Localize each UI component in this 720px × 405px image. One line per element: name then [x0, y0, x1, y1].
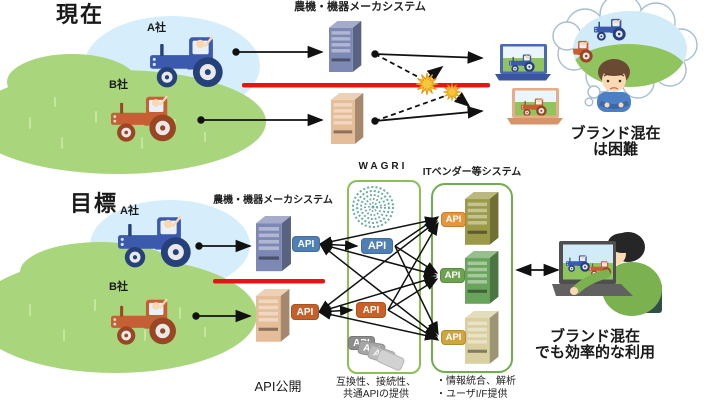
wagri-logo-icon: [352, 186, 394, 228]
laptop-blue-icon: [495, 44, 551, 81]
pc-user-icon: [552, 232, 662, 316]
api-badge-it-orange: API: [441, 212, 466, 227]
api-badge-maker-orange: API: [291, 304, 319, 320]
api-badge-it-green: API: [440, 268, 465, 283]
starburst-icon: [415, 72, 439, 96]
api-badge-wagri-orange: API: [356, 302, 386, 318]
server-maker-orange-icon: [256, 289, 290, 342]
barrier-line-goal: [213, 279, 325, 284]
goal-section-title: 目標: [70, 191, 119, 216]
current-arrows: [197, 45, 484, 127]
goal-maker-system-label: 農機・機器メーカシステム: [213, 195, 333, 206]
wagri-note-line2: 共通APIの提供: [342, 389, 410, 400]
server-maker-blue-icon: [329, 21, 362, 72]
server-maker-blue-icon: [256, 216, 291, 272]
current-section-title: 現在: [56, 2, 105, 27]
server-it-beige-icon: [465, 311, 499, 364]
api-badge-maker-blue: API: [292, 236, 320, 252]
current-caption-line1: ブランド混在: [570, 125, 661, 142]
goal-company-b-label: B社: [109, 281, 128, 293]
api-badge-wagri-blue: API: [361, 238, 393, 254]
field-current: [0, 16, 266, 174]
goal-caption-line1: ブランド混在: [549, 328, 640, 345]
worried-person-icon: [597, 59, 631, 112]
wagri-title: WAGRI: [358, 161, 408, 172]
server-it-olive-icon: [465, 192, 499, 245]
current-caption-line2: は困難: [592, 141, 638, 158]
goal-arrows: [192, 239, 252, 323]
it-vendor-title: ITベンダー等システム: [422, 167, 522, 178]
api-mesh-arrows: [317, 216, 440, 341]
api-open-label: API公開: [254, 379, 302, 394]
goal-caption-line2: でも効率的な利用: [534, 344, 655, 361]
api-badge-it-tan: API: [441, 330, 466, 345]
grass-marks: [29, 299, 206, 341]
goal-company-a-label: A社: [120, 205, 139, 217]
it-note-line2: ・ユーザI/F提供: [436, 389, 508, 400]
current-company-b-label: B社: [109, 79, 128, 91]
current-maker-system-label: 農機・機器メーカシステム: [294, 1, 426, 13]
thought-bubble-icon: [552, 0, 698, 107]
server-maker-orange-icon: [331, 93, 364, 144]
current-company-a-label: A社: [147, 22, 166, 34]
it-note-line1: ・情報統合、解析: [436, 376, 516, 387]
wagri-note-line1: 互換性、接続性、: [336, 377, 416, 388]
server-it-green-icon: [465, 251, 499, 304]
laptop-orange-icon: [507, 88, 563, 125]
